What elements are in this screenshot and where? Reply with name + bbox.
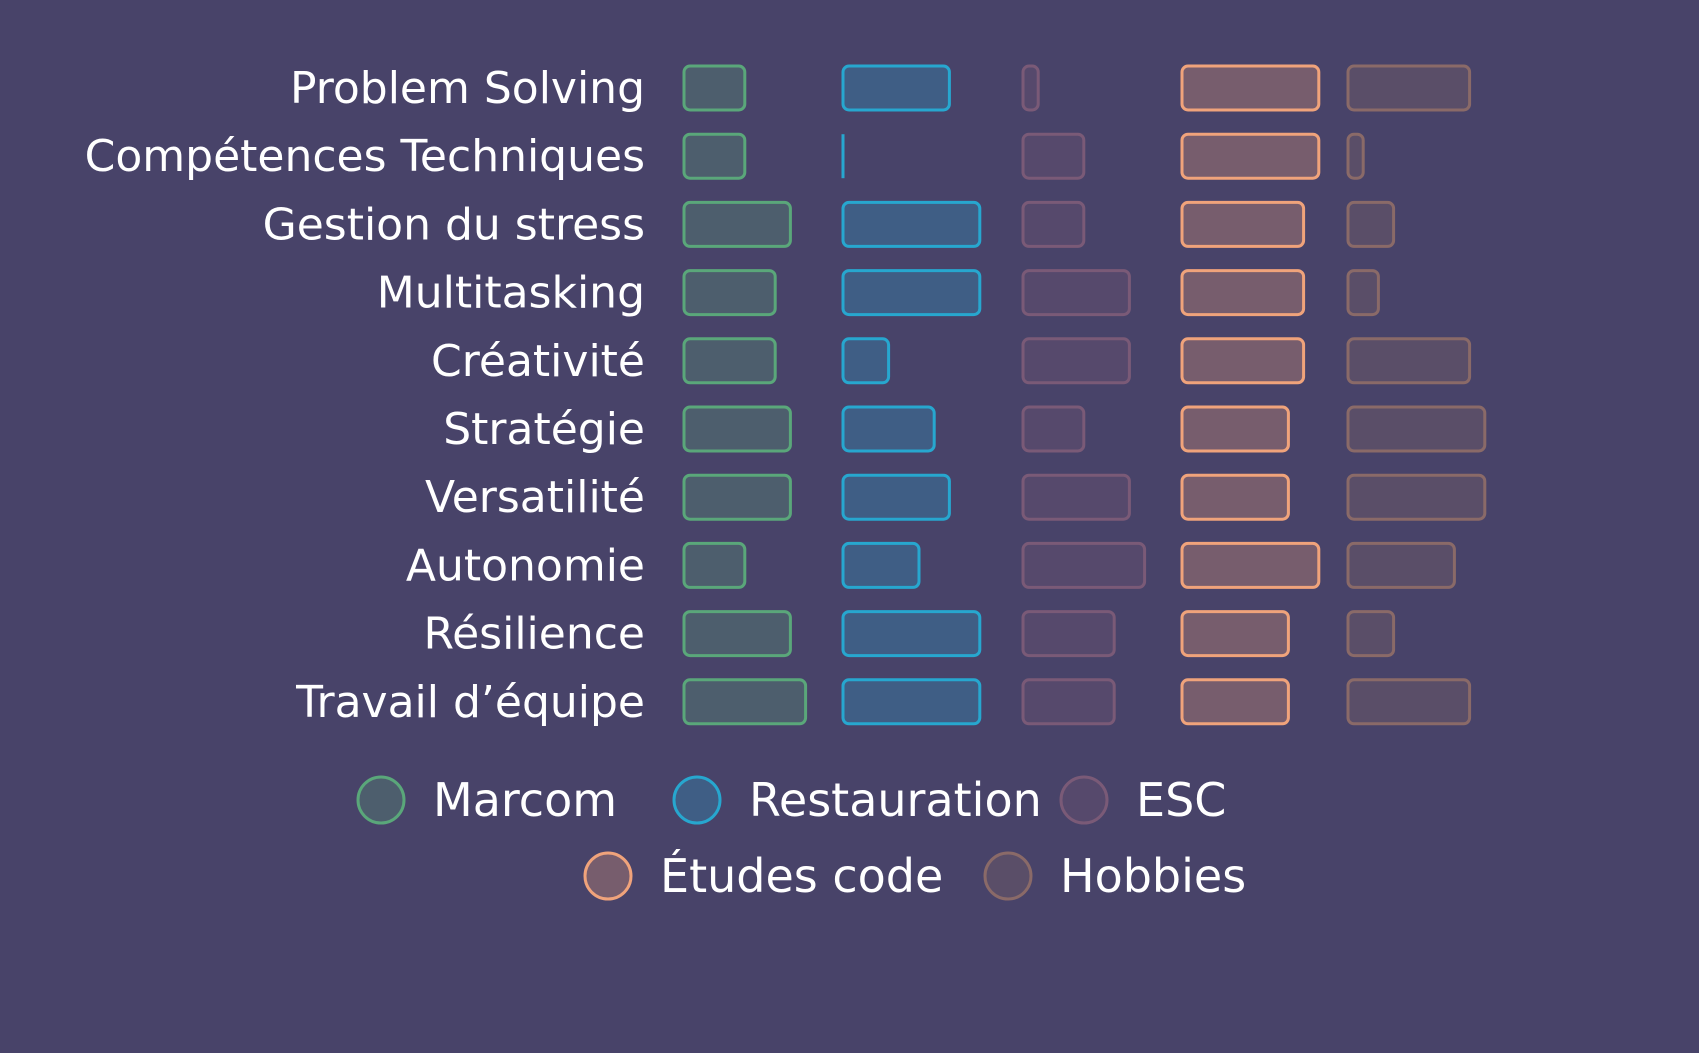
- bar: [1346, 678, 1472, 726]
- bar: [1021, 678, 1116, 726]
- bar: [1346, 541, 1456, 589]
- bar: [1346, 610, 1396, 658]
- legend-label: Restauration: [749, 773, 1042, 827]
- bar: [682, 132, 747, 180]
- bar: [682, 405, 792, 453]
- legend-item: Restauration: [672, 773, 1042, 827]
- bar: [841, 541, 921, 589]
- legend-item: Hobbies: [983, 849, 1246, 903]
- bar: [1021, 473, 1131, 521]
- bar: [1180, 269, 1306, 317]
- legend-swatch: [1059, 775, 1109, 825]
- bar: [1021, 200, 1086, 248]
- bar: [1180, 473, 1290, 521]
- category-label: Travail d’équipe: [295, 677, 645, 728]
- bar: [1346, 337, 1472, 385]
- bar: [1180, 610, 1290, 658]
- bar: [841, 337, 891, 385]
- category-label: Problem Solving: [290, 63, 645, 114]
- bar: [841, 678, 982, 726]
- bar: [1021, 541, 1147, 589]
- legend-swatch: [356, 775, 406, 825]
- legend-label: Études code: [660, 849, 943, 903]
- bar: [1180, 132, 1321, 180]
- bar: [1346, 473, 1487, 521]
- bar: [841, 405, 936, 453]
- legend-item: ESC: [1059, 773, 1226, 827]
- bar: [1180, 678, 1290, 726]
- bar: [1346, 132, 1365, 180]
- category-label: Gestion du stress: [263, 199, 645, 250]
- category-label: Créativité: [431, 336, 645, 387]
- bar: [841, 64, 951, 112]
- bar: [1021, 405, 1086, 453]
- category-label: Autonomie: [406, 540, 645, 591]
- series-1: [841, 64, 982, 726]
- bar: [682, 473, 792, 521]
- category-label: Multitasking: [377, 268, 645, 319]
- series-2: [1021, 64, 1147, 726]
- bar: [1021, 132, 1086, 180]
- bar: [682, 269, 777, 317]
- bar: [1346, 200, 1396, 248]
- bar: [682, 200, 792, 248]
- series-0: [682, 64, 808, 726]
- bar: [1180, 337, 1306, 385]
- legend-swatch: [583, 851, 633, 901]
- bar: [1346, 269, 1380, 317]
- bar: [1180, 405, 1290, 453]
- bar: [682, 678, 808, 726]
- bar: [1346, 405, 1487, 453]
- bar: [1180, 200, 1306, 248]
- bar: [1021, 337, 1131, 385]
- bar: [841, 200, 982, 248]
- legend-swatch: [983, 851, 1033, 901]
- series-4: [1346, 64, 1487, 726]
- category-label: Compétences Techniques: [85, 131, 645, 182]
- bar: [1021, 610, 1116, 658]
- legend-label: ESC: [1136, 773, 1226, 827]
- bar: [682, 64, 747, 112]
- legend-swatch: [672, 775, 722, 825]
- bar: [1346, 64, 1472, 112]
- bar: [841, 473, 951, 521]
- bar: [682, 541, 747, 589]
- legend-item: Études code: [583, 849, 943, 903]
- category-label: Stratégie: [443, 404, 645, 455]
- bar: [841, 269, 982, 317]
- legend-label: Hobbies: [1060, 849, 1246, 903]
- legend-item: Marcom: [356, 773, 617, 827]
- bar: [1180, 541, 1321, 589]
- category-label: Versatilité: [425, 472, 645, 523]
- bar: [1021, 64, 1040, 112]
- series-3: [1180, 64, 1321, 726]
- category-label: Résilience: [424, 609, 645, 660]
- bar: [1180, 64, 1321, 112]
- bar: [1021, 269, 1131, 317]
- legend-label: Marcom: [433, 773, 617, 827]
- bar: [841, 610, 982, 658]
- bar: [682, 610, 792, 658]
- bar: [682, 337, 777, 385]
